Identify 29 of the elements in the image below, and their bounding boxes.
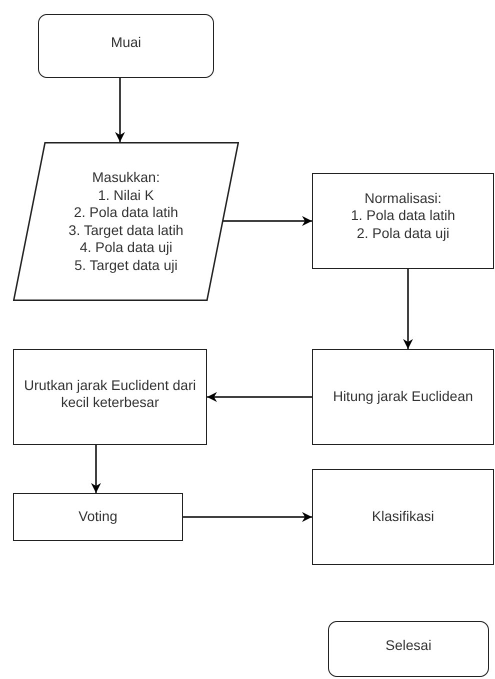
node-label: Klasifikasi <box>372 508 434 526</box>
arrow <box>91 445 101 493</box>
list-item: 1. Pola data latih <box>350 207 456 225</box>
node-heading: Normalisasi: <box>364 190 442 208</box>
node-label: Hitung jarak Euclidean <box>332 388 474 406</box>
list-item: 2. Pola data latih <box>74 204 178 222</box>
node-label: Selesai <box>386 637 432 655</box>
process-box <box>312 469 494 565</box>
list-item: 4. Pola data uji <box>80 239 172 256</box>
list-item: 5. Target data uji <box>74 256 178 274</box>
arrow <box>207 392 312 402</box>
process-box <box>312 349 494 445</box>
node-label: Muai <box>110 34 142 52</box>
list-item: 3. Target data latih <box>68 222 184 239</box>
node-label: Voting <box>78 508 118 526</box>
list-item: 2. Pola data uji <box>356 224 450 242</box>
terminal-box <box>38 14 214 78</box>
process-box <box>312 173 494 269</box>
arrow <box>115 78 125 142</box>
input-parallelogram <box>13 142 239 301</box>
list-item: 1. Nilai K <box>98 186 154 204</box>
node-label: Urutkan jarak Euclident dari kecil keterbesar <box>23 376 197 412</box>
arrow <box>183 512 312 522</box>
arrow <box>403 269 413 349</box>
arrow <box>223 216 312 226</box>
process-box <box>13 493 183 541</box>
process-box <box>13 349 207 445</box>
terminal-box <box>328 621 489 677</box>
node-heading: Masukkan: <box>92 169 160 186</box>
